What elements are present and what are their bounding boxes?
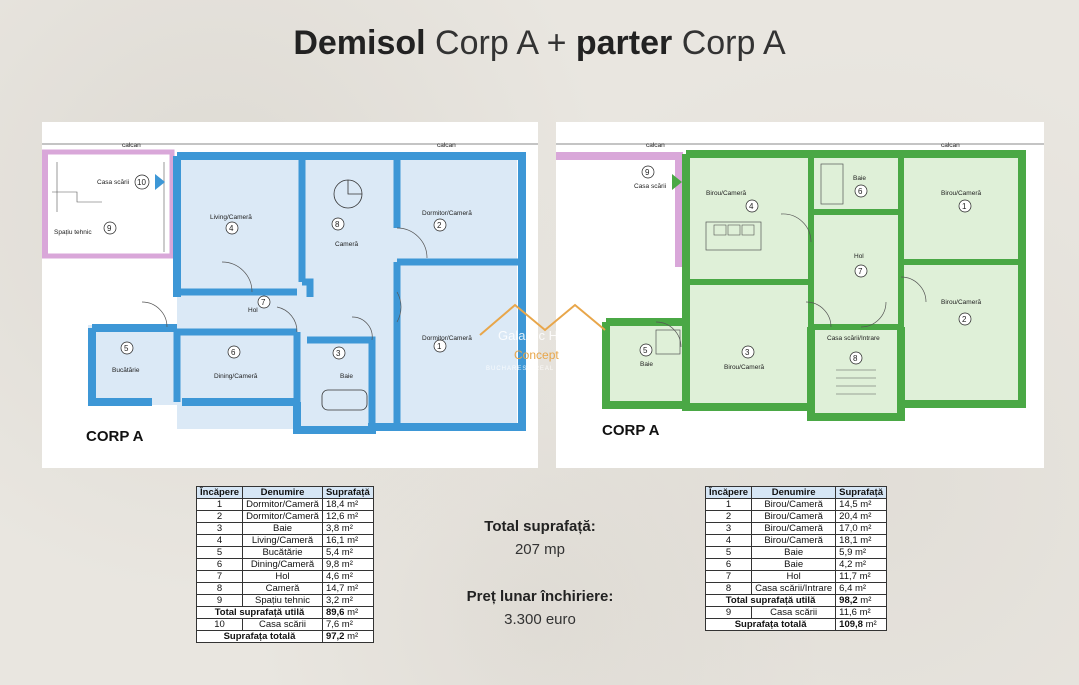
room-label: Hol — [854, 253, 864, 260]
room-label: Living/Cameră — [210, 214, 252, 221]
room-label: Birou/Cameră — [706, 190, 746, 197]
room-number: 9 — [107, 224, 112, 233]
watermark-line3: BUCHAREST REAL ESTATE — [486, 366, 586, 372]
room-number: 1 — [437, 342, 442, 351]
column-header: Încăpere — [704, 486, 753, 499]
room-number: 8 — [335, 220, 340, 229]
room-label: Bucătărie — [112, 367, 140, 374]
room-number: 3 — [336, 349, 341, 358]
total-row: Suprafața totală 97,2 m² — [196, 630, 374, 643]
room-label: Casa scării — [634, 183, 666, 190]
room-number: 2 — [962, 315, 967, 324]
room-number: 7 — [858, 267, 863, 276]
room-label: Birou/Cameră — [724, 364, 764, 371]
total-area-value: 207 mp — [514, 541, 566, 558]
calcan-label: calcan — [646, 142, 665, 149]
room-label: Casa scării/Intrare — [827, 335, 880, 342]
total-area-label: Total suprafață: — [484, 518, 596, 535]
room-label: Hol — [248, 307, 258, 314]
room-number: 5 — [643, 346, 648, 355]
room-number: 9 — [645, 168, 650, 177]
total-area-summary: Total suprafață: 207 mp — [440, 518, 640, 558]
watermark-logo: Galactic Home Concept BUCHAREST REAL EST… — [470, 300, 610, 380]
arrow-icon — [155, 174, 165, 190]
room-number: 10 — [137, 178, 146, 187]
room-number: 3 — [745, 348, 750, 357]
rent-price-value: 3.300 euro — [504, 611, 576, 628]
room-number: 8 — [853, 354, 858, 363]
column-header: Suprafață — [835, 486, 887, 499]
calcan-label: calcan — [437, 142, 456, 149]
room-label: Birou/Cameră — [941, 299, 981, 306]
room-number: 5 — [124, 344, 129, 353]
floor-plan-parter-drawing: calcan calcan — [556, 142, 1044, 421]
calcan-label: calcan — [941, 142, 960, 149]
column-header: Suprafață — [321, 486, 374, 499]
room-label: Cameră — [335, 241, 359, 248]
watermark-line1: Galactic Home — [498, 328, 584, 343]
room-number: 4 — [749, 202, 754, 211]
calcan-label: calcan — [122, 142, 141, 149]
room-label: Baie — [853, 175, 866, 182]
room-label: Birou/Cameră — [941, 190, 981, 197]
floor-plan-parter: calcan calcan — [556, 122, 1044, 468]
room-number: 1 — [962, 202, 967, 211]
floor-plan-demisol-drawing: calcan calcan — [42, 142, 538, 434]
corp-label: CORP A — [86, 428, 144, 445]
floor-plan-demisol: calcan calcan — [42, 122, 538, 468]
total-util-row: Total suprafață utilă 98,2 m² — [704, 594, 887, 607]
room-number: 4 — [229, 224, 234, 233]
arrow-icon — [672, 174, 682, 190]
column-header: Încăpere — [195, 486, 244, 499]
roof-logo-icon — [479, 303, 606, 336]
room-label: Spațiu tehnic — [54, 229, 92, 236]
column-header: Denumire — [242, 486, 323, 499]
corp-label: CORP A — [602, 422, 660, 439]
rent-price-label: Preț lunar închiriere: — [466, 588, 614, 605]
room-label: Casa scării — [97, 179, 129, 186]
room-number: 6 — [858, 187, 863, 196]
room-label: Dormitor/Cameră — [422, 210, 472, 217]
room-label: Baie — [340, 373, 353, 380]
total-util-row: Total suprafață utilă 89,6 m² — [196, 606, 374, 619]
room-number: 6 — [231, 348, 236, 357]
total-row: Suprafața totală 109,8 m² — [704, 618, 887, 631]
column-header: Denumire — [751, 486, 837, 499]
watermark-line2: Concept — [514, 348, 559, 362]
page-title: Demisol Corp A + parter Corp A — [293, 24, 786, 62]
room-number: 7 — [261, 298, 266, 307]
room-number: 2 — [437, 221, 442, 230]
room-label: Baie — [640, 361, 653, 368]
room-label: Dining/Cameră — [214, 373, 258, 380]
rent-price-summary: Preț lunar închiriere: 3.300 euro — [440, 588, 640, 628]
room-label: Dormitor/Cameră — [422, 335, 472, 342]
